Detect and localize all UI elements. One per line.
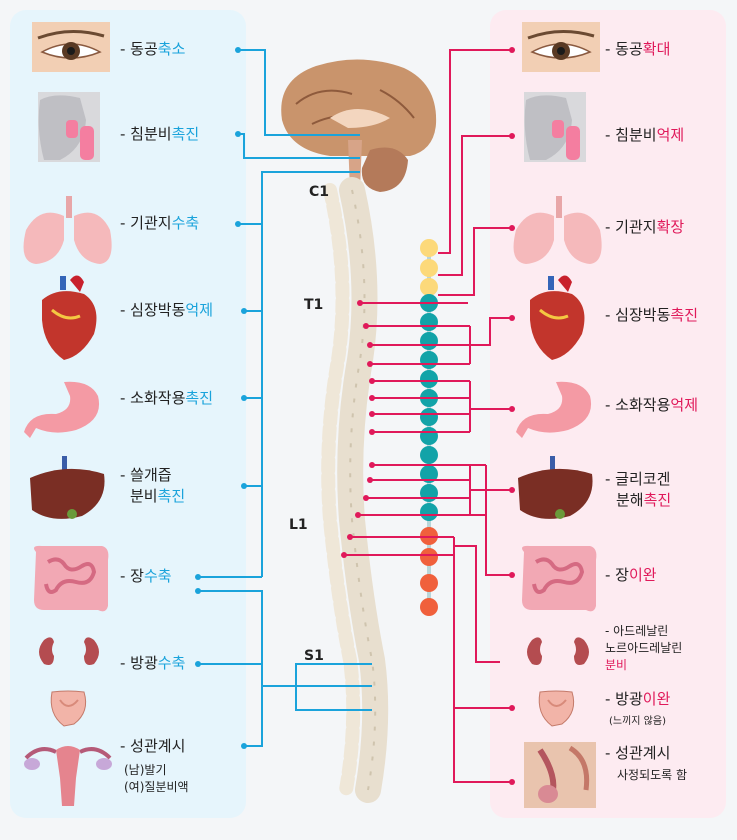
uterus-icon	[24, 746, 112, 806]
right-label-bladder: - 방광이완	[605, 690, 670, 709]
vertebra-label-l1: L1	[289, 517, 308, 533]
left-label-bronchi: - 기관지수축	[120, 214, 199, 233]
lungs-icon	[24, 196, 112, 264]
right-label-sex: - 성관계시	[605, 744, 670, 763]
left-label-digestion: - 소화작용촉진	[120, 389, 213, 408]
right-label-glycogen-2: 분해촉진	[616, 491, 671, 510]
right-label-adrenaline-2: 노르아드레날린	[605, 640, 682, 656]
left-label-sex: - 성관계시	[120, 737, 185, 756]
heart-icon	[42, 275, 96, 360]
intestine-icon	[34, 546, 108, 611]
kidney-icon	[527, 637, 589, 665]
male-pelvis-icon	[524, 742, 596, 808]
left-note-female: (여)질분비액	[124, 779, 189, 795]
left-label-bile-1: - 쓸개즙	[120, 466, 172, 485]
left-label-saliva: - 침분비촉진	[120, 125, 199, 144]
vertebra-label-s1: S1	[304, 648, 324, 664]
salivary-gland-icon	[38, 92, 100, 162]
eye-icon	[32, 22, 110, 72]
left-label-bladder: - 방광수축	[120, 654, 185, 673]
right-label-digestion: - 소화작용억제	[605, 396, 698, 415]
stomach-icon	[516, 382, 591, 438]
liver-icon	[30, 456, 105, 519]
salivary-gland-icon	[524, 92, 586, 162]
right-label-pupil: - 동공확대	[605, 40, 670, 59]
intestine-icon	[522, 546, 596, 611]
bladder-icon	[539, 691, 573, 726]
left-label-pupil: - 동공축소	[120, 40, 185, 59]
right-label-bronchi: - 기관지확장	[605, 218, 684, 237]
right-label-heart: - 심장박동촉진	[605, 306, 698, 325]
right-label-adrenaline-3: 분비	[605, 657, 627, 673]
left-label-heart: - 심장박동억제	[120, 301, 213, 320]
left-label-bile-2: 분비촉진	[130, 487, 185, 506]
heart-icon	[530, 275, 584, 360]
right-note-sex: 사정되도록 함	[617, 767, 687, 783]
right-label-saliva: - 침분비억제	[605, 126, 684, 145]
sympathetic-chain	[420, 239, 438, 616]
bladder-icon	[51, 691, 85, 726]
right-note-bladder: (느끼지 않음)	[609, 712, 666, 727]
left-label-intestine: - 장수축	[120, 567, 172, 586]
vertebra-label-t1: T1	[304, 297, 323, 313]
left-note-male: (남)발기	[124, 762, 166, 778]
vertebra-label-c1: C1	[309, 184, 329, 200]
kidney-icon	[39, 637, 99, 665]
lungs-icon	[514, 196, 602, 264]
liver-icon	[518, 456, 593, 519]
right-label-adrenaline-1: - 아드레날린	[605, 623, 668, 639]
spine-icon	[328, 190, 375, 790]
right-label-intestine: - 장이완	[605, 566, 657, 585]
stomach-icon	[24, 382, 99, 438]
eye-icon	[522, 22, 600, 72]
right-label-glycogen-1: - 글리코겐	[605, 470, 670, 489]
